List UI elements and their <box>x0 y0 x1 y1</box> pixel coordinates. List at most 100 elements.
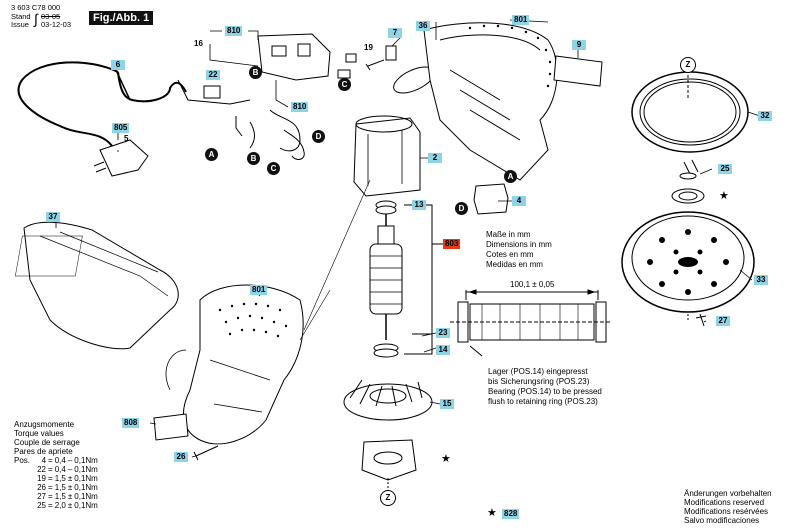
part-tag-808: 808 <box>122 418 140 428</box>
torque-eq: = <box>48 501 53 510</box>
star-pad: ★ <box>719 190 729 202</box>
torque-title-de: Anzugsmomente <box>14 420 75 429</box>
part-tag-7: 7 <box>388 28 402 38</box>
torque-eq: = <box>48 492 53 501</box>
torque-sep: – <box>67 456 73 465</box>
torque-title-es: Pares de apriete <box>14 447 73 456</box>
housing-perforations <box>218 24 552 338</box>
document-number: 3 603 C78 000 <box>11 3 61 12</box>
units-note-en: Dimensions in mm <box>486 240 552 249</box>
torque-sep: ± <box>67 483 73 492</box>
figure-title: Fig./Abb. 1 <box>89 11 154 25</box>
torque-eq: = <box>48 456 53 465</box>
torque-pos-label <box>14 501 32 510</box>
torque-sep: – <box>67 465 73 474</box>
dimension-value: 100,1 ± 0,05 <box>510 280 555 289</box>
torque-tolerance: 0,1Nm <box>74 465 98 474</box>
switch-22 <box>203 85 221 99</box>
torque-tolerance: 0,1Nm <box>74 501 98 510</box>
modifications-fr: Modifications resérvées <box>684 507 769 516</box>
modifications-es: Salvo modificaciones <box>684 516 760 525</box>
star-counterweight: ★ <box>441 453 451 465</box>
label-808 <box>153 413 189 441</box>
torque-pos: 19 <box>37 474 47 483</box>
torque-eq: = <box>48 483 53 492</box>
part-tag-13: 13 <box>412 200 426 210</box>
torque-row: 25=2,0±0,1Nm <box>14 501 100 510</box>
torque-value: 0,4 <box>54 465 66 474</box>
torque-value: 1,5 <box>54 492 66 501</box>
power-cable <box>17 61 187 163</box>
torque-value: 1,5 <box>54 483 66 492</box>
marker-c-top: C <box>338 78 351 91</box>
torque-sep: ± <box>67 492 73 501</box>
housing-top <box>423 22 558 181</box>
torque-sep: ± <box>67 501 73 510</box>
marker-a-left: A <box>205 148 218 161</box>
torque-row: 27=1,5±0,1Nm <box>14 492 100 501</box>
torque-pos-label: Pos. <box>14 456 31 465</box>
screw-25 <box>683 159 699 175</box>
torque-pos-label <box>14 492 32 501</box>
washer-25 <box>671 188 705 204</box>
screw-26 <box>193 445 219 461</box>
stator-2 <box>353 117 421 197</box>
torque-value: 0,4 <box>54 456 66 465</box>
part-tag-32: 32 <box>758 111 772 121</box>
torque-row: Pos. 4=0,4–0,1Nm <box>14 456 100 465</box>
torque-title-fr: Couple de serrage <box>14 438 80 447</box>
marker-b-bottom: B <box>247 152 260 165</box>
part-tag-810-bottom: 810 <box>291 102 309 112</box>
part-tag-23: 23 <box>436 328 450 338</box>
part-tag-9: 9 <box>572 40 586 50</box>
issue-date: 03-12-03 <box>41 20 72 29</box>
part-tag-26: 26 <box>174 452 188 462</box>
power-plug <box>99 139 149 177</box>
bearing-note-3: Bearing (POS.14) to be pressed <box>488 387 602 396</box>
torque-tolerance: 0,1Nm <box>74 492 98 501</box>
armature-803 <box>369 243 403 315</box>
part-tag-33: 33 <box>754 275 768 285</box>
pad-holes <box>647 229 729 295</box>
counterweight <box>361 439 417 481</box>
part-tag-6: 6 <box>111 60 125 70</box>
torque-value: 1,5 <box>54 474 66 483</box>
housing-bottom <box>182 284 304 445</box>
units-note-fr: Cotes en mm <box>486 250 534 259</box>
torque-row: 19=1,5±0,1Nm <box>14 474 100 483</box>
brace-glyph: ∫ <box>34 11 38 27</box>
torque-tolerance: 0,1Nm <box>74 456 98 465</box>
electronics-module <box>257 33 331 81</box>
label-strip-9 <box>553 55 603 87</box>
seal-ring-32 <box>631 71 749 153</box>
part-number-19: 19 <box>364 43 373 52</box>
part-number-16: 16 <box>194 39 203 48</box>
torque-pos: 27 <box>37 492 47 501</box>
part-tag-37: 37 <box>46 212 60 222</box>
part-tag-25: 25 <box>718 164 732 174</box>
part-tag-15: 15 <box>440 399 454 409</box>
part-tag-22: 22 <box>206 70 220 80</box>
marker-z-bottom: Z <box>380 490 396 506</box>
part-tag-803: 803 <box>443 239 461 249</box>
bearing-note-1: Lager (POS.14) eingepresst <box>488 367 588 376</box>
screw-27 <box>695 313 707 327</box>
switch-4 <box>473 183 509 215</box>
part-tag-801-bottom: 801 <box>250 285 268 295</box>
modifications-de: Änderungen vorbehalten <box>684 489 772 498</box>
issue-label: Issue <box>11 20 29 29</box>
part-tag-4: 4 <box>512 196 526 206</box>
torque-pos: 4 <box>41 456 47 465</box>
torque-pos-label <box>14 483 32 492</box>
torque-pos: 22 <box>37 465 47 474</box>
part-tag-801-top: 801 <box>512 15 530 25</box>
marker-z-top: Z <box>680 57 696 73</box>
marker-b-top: B <box>249 66 262 79</box>
wire-harness <box>177 79 301 152</box>
bearing-note-4: flush to retaining ring (POS.23) <box>488 397 598 406</box>
torque-row: 26=1,5±0,1Nm <box>14 483 100 492</box>
modifications-en: Modifications reserved <box>684 498 765 507</box>
units-note-es: Medidas en mm <box>486 260 543 269</box>
